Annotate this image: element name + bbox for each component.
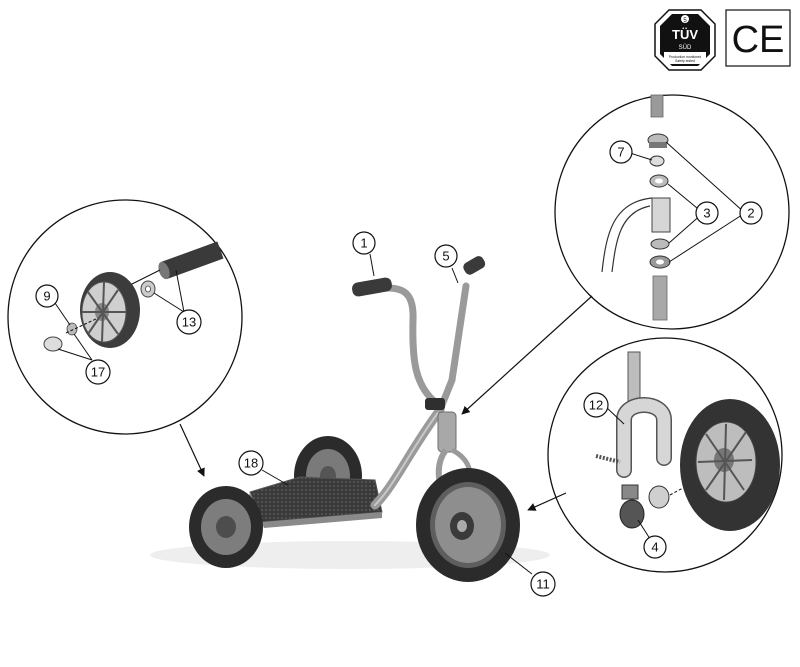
callout-17-label: 17 (91, 365, 105, 380)
tuv-name-text: TÜV (672, 27, 698, 42)
callout-12: 12 (583, 392, 609, 418)
callout-1-label: 1 (360, 236, 367, 251)
deck-platform (248, 476, 383, 528)
callout-5-label: 5 (442, 249, 449, 264)
callout-18-label: 18 (244, 456, 258, 471)
detail-circle-front-fork (547, 337, 783, 573)
callout-1: 1 (352, 231, 376, 255)
ce-mark: CE (725, 9, 791, 67)
callout-5: 5 (434, 244, 458, 268)
pointer-arrows (179, 295, 593, 511)
callout-17: 17 (85, 359, 111, 385)
main-leader-lines (261, 253, 533, 575)
ce-text: CE (732, 19, 785, 61)
callout-11-label: 11 (536, 577, 550, 592)
scooter-illustration (150, 256, 550, 582)
tuv-line2-text: Safety tested (675, 59, 695, 63)
callout-9: 9 (35, 284, 59, 308)
callout-4: 4 (643, 535, 667, 559)
tuv-sub-text: SÜD (679, 44, 692, 51)
rear-left-wheel (189, 486, 263, 568)
callout-3-label: 3 (703, 206, 710, 221)
tuv-mark: 5 TÜV SÜD Production monitored Safety te… (654, 9, 716, 71)
callout-2: 2 (739, 201, 763, 225)
callout-12-label: 12 (589, 398, 603, 413)
callout-2-label: 2 (747, 206, 754, 221)
detail-circle-rear-wheel (7, 199, 243, 435)
callout-9-label: 9 (43, 289, 50, 304)
callout-13: 13 (176, 309, 202, 335)
callout-13-label: 13 (182, 315, 196, 330)
tuv-line1-text: Production monitored (669, 55, 701, 59)
callout-7: 7 (609, 140, 633, 164)
callout-4-label: 4 (651, 540, 658, 555)
callout-18: 18 (238, 450, 264, 476)
callout-11: 11 (530, 571, 556, 597)
front-wheel (416, 468, 520, 582)
callout-3: 3 (695, 201, 719, 225)
tuv-top-text: 5 (683, 18, 687, 24)
callout-7-label: 7 (617, 145, 624, 160)
